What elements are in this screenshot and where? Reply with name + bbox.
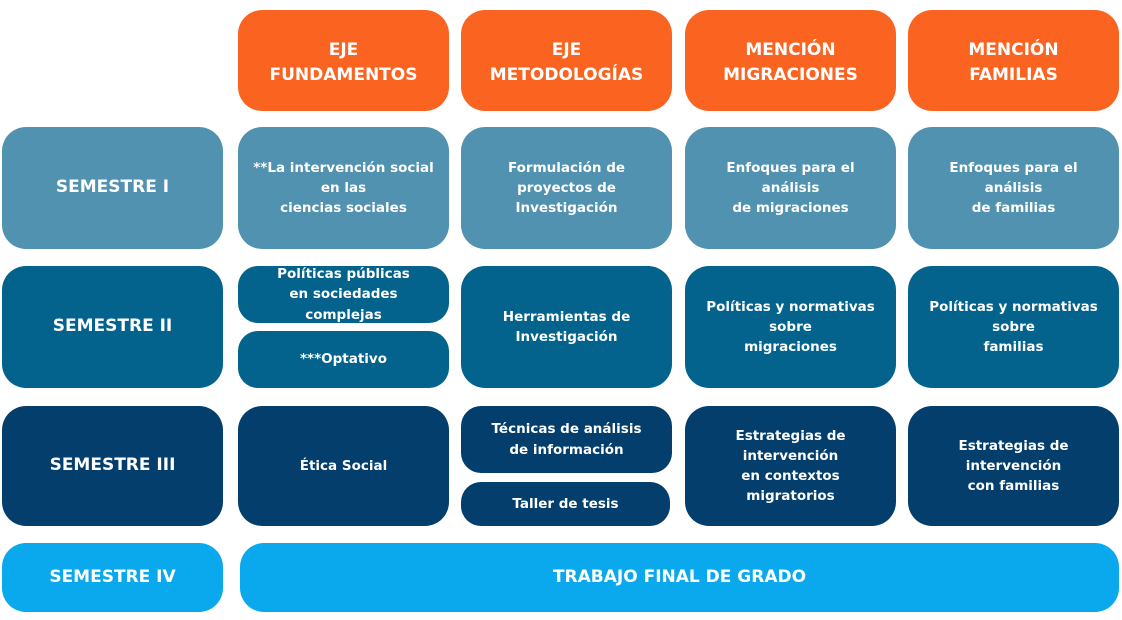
- sem3-migraciones-course: Estrategias de intervención en contextos…: [685, 406, 896, 526]
- sem3-fundamentos-course: Ética Social: [238, 406, 449, 526]
- semester-1-label: SEMESTRE I: [2, 127, 223, 249]
- sem2-metodologias-course: Herramientas de Investigación: [461, 266, 672, 388]
- sem1-metodologias-course: Formulación de proyectos de Investigació…: [461, 127, 672, 249]
- semester-4-label: SEMESTRE IV: [2, 543, 223, 612]
- sem2-fundamentos-course-a: Políticas públicas en sociedades complej…: [238, 266, 449, 323]
- semester-3-label: SEMESTRE III: [2, 406, 223, 526]
- sem1-familias-course: Enfoques para el análisis de familias: [908, 127, 1119, 249]
- sem2-fundamentos-course-b: ***Optativo: [238, 331, 449, 388]
- sem1-migraciones-course: Enfoques para el análisis de migraciones: [685, 127, 896, 249]
- final-thesis-block: TRABAJO FINAL DE GRADO: [240, 543, 1119, 612]
- header-mencion-familias: MENCIÓN FAMILIAS: [908, 10, 1119, 111]
- header-eje-fundamentos: EJE FUNDAMENTOS: [238, 10, 449, 111]
- header-mencion-migraciones: MENCIÓN MIGRACIONES: [685, 10, 896, 111]
- header-eje-metodologias: EJE METODOLOGÍAS: [461, 10, 672, 111]
- sem3-familias-course: Estrategias de intervención con familias: [908, 406, 1119, 526]
- sem2-migraciones-course: Políticas y normativas sobre migraciones: [685, 266, 896, 388]
- semester-2-label: SEMESTRE II: [2, 266, 223, 388]
- sem3-metodologias-course-b: Taller de tesis: [461, 482, 670, 526]
- sem1-fundamentos-course: **La intervención social en las ciencias…: [238, 127, 449, 249]
- sem2-familias-course: Políticas y normativas sobre familias: [908, 266, 1119, 388]
- sem3-metodologias-course-a: Técnicas de análisis de información: [461, 406, 672, 473]
